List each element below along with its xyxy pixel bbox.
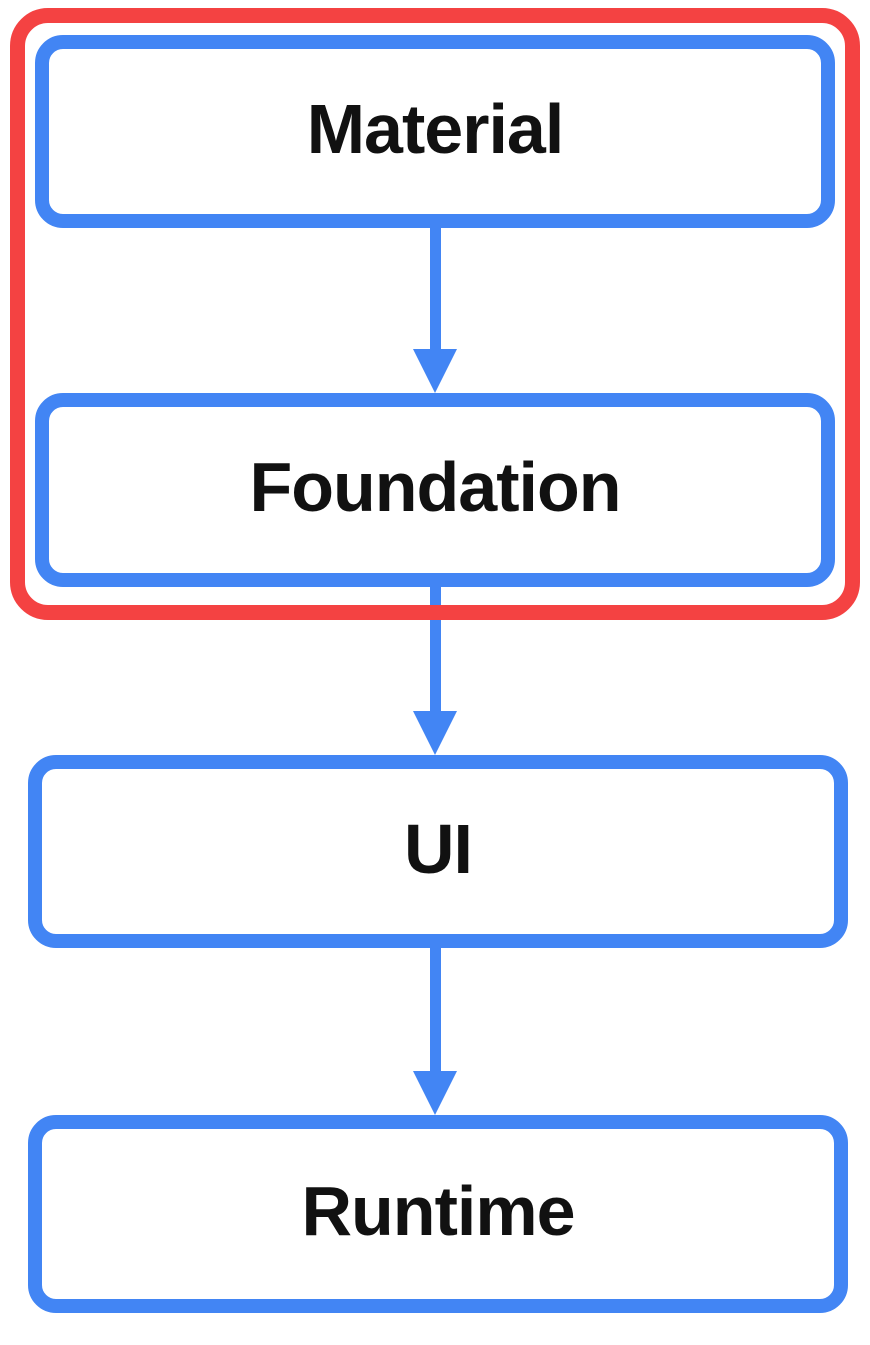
node-runtime-label: Runtime <box>301 1172 576 1250</box>
arrow-foundation-to-ui <box>413 587 457 755</box>
node-foundation-label: Foundation <box>249 448 621 526</box>
node-material: Material <box>35 35 835 228</box>
arrow-stem <box>429 228 441 349</box>
arrow-down-icon <box>413 711 457 755</box>
arrow-down-icon <box>413 1071 457 1115</box>
node-runtime: Runtime <box>28 1115 848 1313</box>
node-foundation: Foundation <box>35 393 835 587</box>
arrow-stem <box>429 587 441 711</box>
node-ui: UI <box>28 755 848 948</box>
arrow-material-to-foundation <box>413 228 457 393</box>
node-ui-label: UI <box>404 809 473 888</box>
node-material-label: Material <box>306 89 565 168</box>
arrow-ui-to-runtime <box>413 948 457 1115</box>
arrow-stem <box>429 948 441 1071</box>
arrow-down-icon <box>413 349 457 393</box>
